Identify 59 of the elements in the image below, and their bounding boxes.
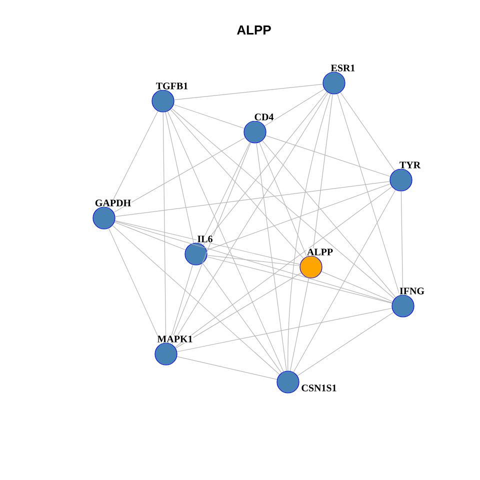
edge-line <box>174 186 392 348</box>
edge-line <box>297 312 394 376</box>
edge-line <box>293 190 396 372</box>
node-label: ESR1 <box>330 64 356 72</box>
node-circle <box>154 342 178 366</box>
node-circle <box>392 294 414 318</box>
edge-line <box>259 142 307 257</box>
node-label: TGFB1 <box>155 82 189 90</box>
edge-line <box>262 140 396 298</box>
edge-line <box>340 92 395 171</box>
edge-line <box>321 271 393 302</box>
edge-line <box>114 220 300 265</box>
edge-line <box>172 92 328 345</box>
node-label: CD4 <box>254 113 274 121</box>
edge-line <box>114 222 186 250</box>
edge-line <box>165 112 194 244</box>
edge-line <box>114 137 246 213</box>
edge-line <box>290 278 310 372</box>
edge-line <box>175 272 302 348</box>
node-circle <box>300 256 322 278</box>
node-circle <box>92 206 116 230</box>
edge-line <box>202 92 328 246</box>
edge-line <box>108 228 162 344</box>
edge-line <box>206 256 392 304</box>
edge-line <box>256 142 287 372</box>
node-label: CSN1S1 <box>300 384 338 392</box>
edge-line <box>114 181 390 217</box>
edge-line <box>176 308 392 352</box>
node-label: GAPDH <box>94 199 132 207</box>
edge-line <box>206 184 391 250</box>
node-circle <box>184 242 208 266</box>
node-label: IL6 <box>196 235 214 243</box>
edge-line <box>288 93 331 371</box>
node-label: MAPK1 <box>156 335 194 343</box>
node-circle <box>276 370 300 394</box>
edge-line <box>202 262 282 374</box>
node-label: TYR <box>398 161 422 169</box>
node-label: ALPP <box>306 248 334 256</box>
edge-line <box>108 110 158 208</box>
title: ALPP <box>237 26 271 34</box>
edge-line <box>170 109 304 259</box>
edge-line <box>206 254 300 266</box>
edge-line <box>264 88 325 126</box>
edge-line <box>170 142 252 344</box>
node-circle <box>152 90 174 112</box>
edge-line <box>171 108 395 299</box>
edge-line <box>174 84 324 100</box>
node-circle <box>322 72 346 94</box>
node-circle <box>244 120 266 144</box>
edge-line <box>200 142 250 244</box>
edge-line <box>265 135 391 177</box>
edge-line <box>176 356 278 380</box>
edge-line <box>173 104 245 129</box>
edge-line <box>114 220 392 304</box>
node-label: IFNG <box>398 287 426 295</box>
edge-line <box>337 94 400 296</box>
edge-line <box>112 225 280 375</box>
node-circle <box>390 168 412 192</box>
edge-line <box>167 111 284 372</box>
